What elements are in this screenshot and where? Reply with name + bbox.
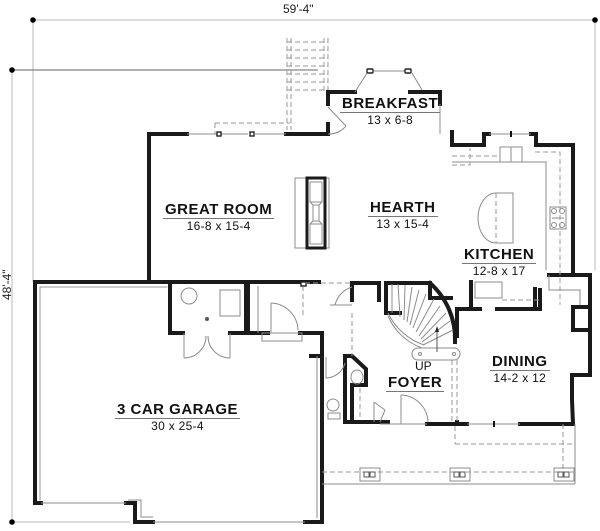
stair-up-label: UP [415, 359, 432, 373]
room-label-dining: DINING 14-2 x 12 [490, 354, 550, 384]
overall-width-dimension: 59'-4" [283, 2, 314, 16]
room-name: 3 CAR GARAGE [115, 401, 241, 419]
foyer-fixtures [325, 283, 461, 425]
rear-steps [214, 38, 329, 134]
breakfast-bay [187, 68, 531, 137]
room-label-hearth: HEARTH 13 x 15-4 [368, 200, 438, 230]
room-label-breakfast: BREAKFAST 13 x 6-8 [340, 95, 441, 127]
dining-porch [322, 421, 576, 485]
fireplace [294, 176, 330, 250]
room-size: 14-2 x 12 [493, 371, 547, 385]
walls [33, 90, 592, 524]
room-name: BREAKFAST [340, 95, 441, 113]
room-size: 13 x 6-8 [367, 113, 413, 127]
room-name: HEARTH [368, 199, 438, 217]
room-name: KITCHEN [462, 246, 537, 264]
room-label-foyer: FOYER [386, 374, 445, 392]
laundry-fixtures [180, 281, 352, 359]
room-label-garage: 3 CAR GARAGE 30 x 25-4 [115, 401, 241, 433]
room-size: 16-8 x 15-4 [186, 219, 251, 233]
room-label-great-room: GREAT ROOM 16-8 x 15-4 [163, 201, 275, 233]
room-size: 13 x 15-4 [376, 217, 430, 231]
room-name: FOYER [386, 374, 445, 392]
room-size: 30 x 25-4 [151, 419, 204, 433]
garage-details [39, 286, 318, 523]
room-label-kitchen: KITCHEN 12-8 x 17 [462, 246, 537, 278]
overall-depth-dimension: 48'-4" [0, 269, 14, 300]
dimension-lines [9, 17, 598, 525]
kitchen-counters [452, 146, 581, 305]
room-size: 12-8 x 17 [472, 264, 526, 278]
room-name: DINING [490, 353, 550, 371]
room-name: GREAT ROOM [163, 201, 275, 219]
